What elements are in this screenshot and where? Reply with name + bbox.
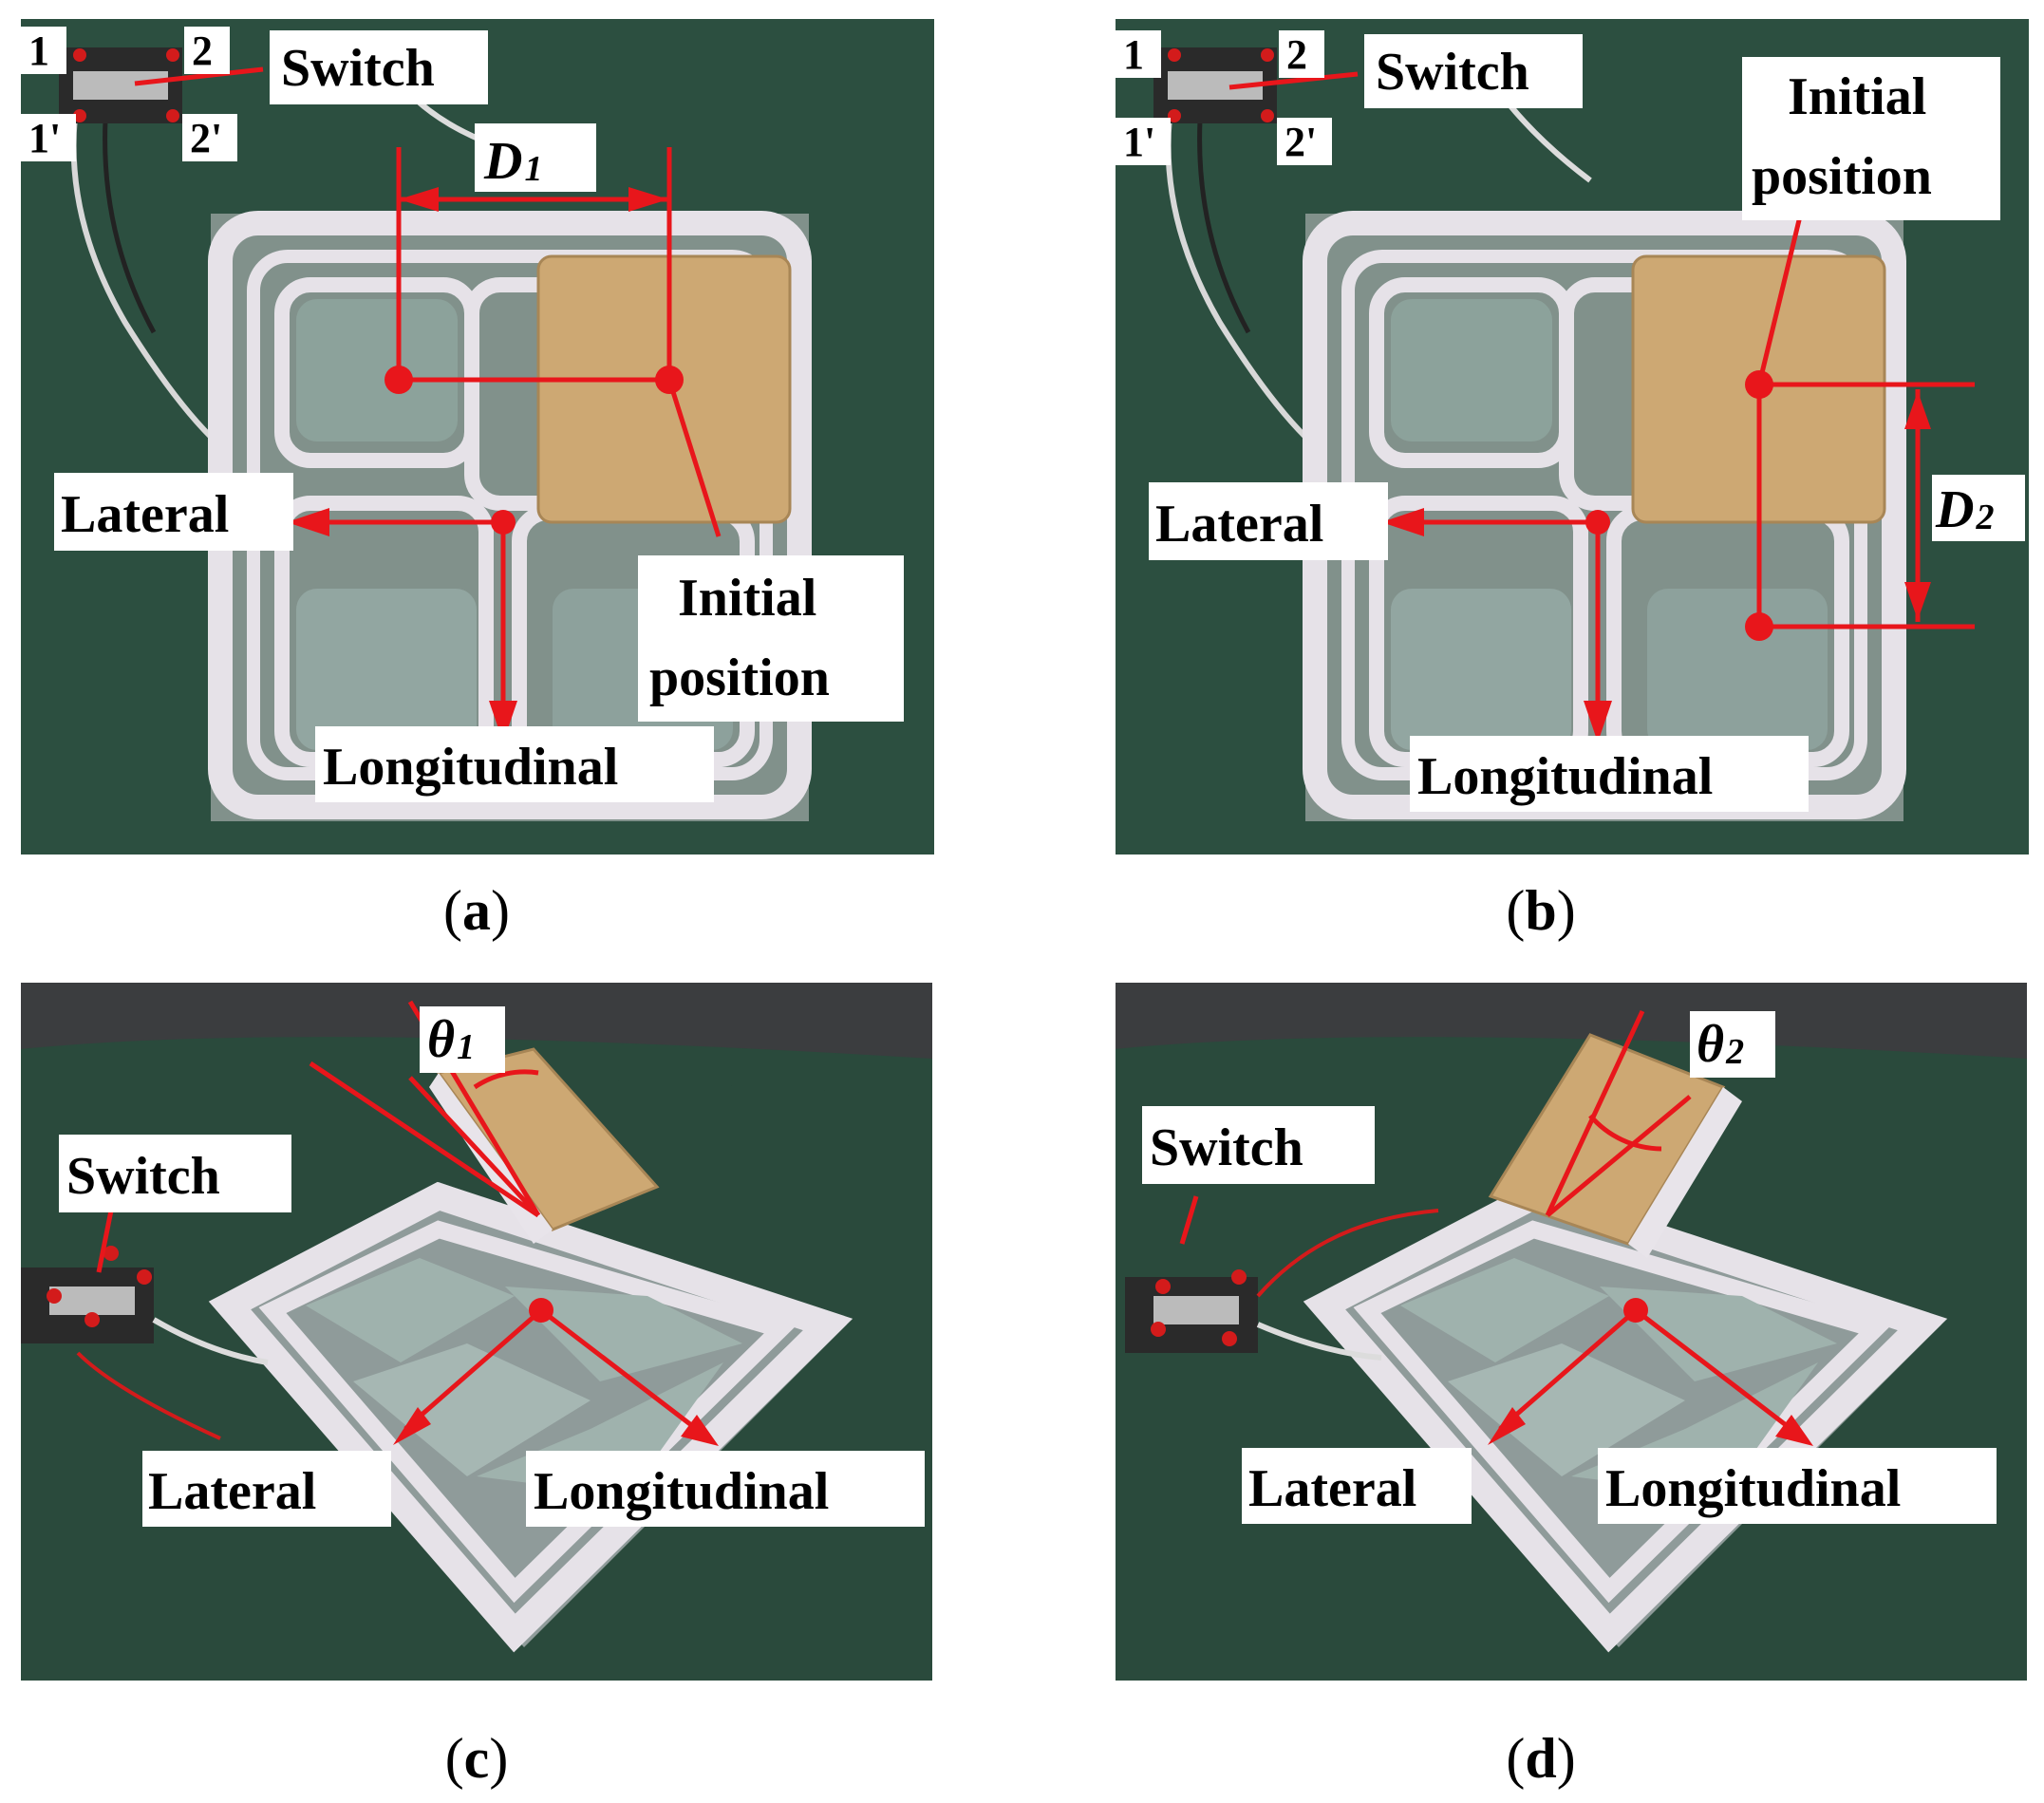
caption-c: (c) bbox=[444, 1727, 509, 1790]
switch-label: Switch bbox=[1376, 43, 1529, 102]
lateral-label: Lateral bbox=[1248, 1459, 1416, 1518]
longitudinal-label: Longitudinal bbox=[323, 738, 618, 797]
terminal-2-label: 2 bbox=[1286, 31, 1307, 78]
switch-label: Switch bbox=[66, 1147, 220, 1206]
initial-position-line2: position bbox=[649, 648, 830, 707]
terminal-1-label: 1 bbox=[28, 28, 49, 74]
panel-a-photo: 1 2 1' 2' Switch D1 Lateral Longitudinal… bbox=[21, 19, 934, 855]
panel-d-photo: θ2 Switch Lateral Longitudinal bbox=[1116, 983, 2027, 1681]
terminal-2-prime-label: 2' bbox=[1285, 119, 1317, 165]
panel-b: 1 2 1' 2' Switch Initial position D2 Lat… bbox=[1116, 19, 2029, 855]
switch-label: Switch bbox=[1150, 1118, 1303, 1177]
d1-symbol: D1 bbox=[483, 132, 542, 191]
d2-symbol: D2 bbox=[1935, 480, 1994, 539]
caption-d: (d) bbox=[1506, 1727, 1576, 1790]
coil-array bbox=[1303, 1181, 1948, 1653]
terminal-2-prime-label: 2' bbox=[190, 115, 222, 161]
switch-label: Switch bbox=[281, 39, 435, 98]
panel-d: θ2 Switch Lateral Longitudinal bbox=[1116, 983, 2027, 1681]
panel-c: θ1 Switch Lateral Longitudinal bbox=[21, 983, 932, 1681]
terminal-1-label: 1 bbox=[1123, 31, 1144, 78]
lateral-label: Lateral bbox=[148, 1462, 316, 1521]
longitudinal-label: Longitudinal bbox=[1605, 1459, 1901, 1518]
switch-device bbox=[21, 1246, 154, 1343]
terminal-1-prime-label: 1' bbox=[1123, 119, 1155, 165]
terminal-2-label: 2 bbox=[192, 28, 213, 74]
panel-a: 1 2 1' 2' Switch D1 Lateral Longitudinal… bbox=[21, 19, 934, 855]
coil-array bbox=[208, 1181, 853, 1653]
initial-position-line2: position bbox=[1752, 147, 1932, 206]
switch-device bbox=[1125, 1269, 1258, 1353]
panel-b-photo: 1 2 1' 2' Switch Initial position D2 Lat… bbox=[1116, 19, 2029, 855]
initial-position-line1: Initial bbox=[678, 569, 816, 628]
caption-a: (a) bbox=[443, 879, 510, 942]
theta1-symbol: θ1 bbox=[427, 1010, 475, 1069]
caption-b: (b) bbox=[1506, 879, 1576, 942]
longitudinal-label: Longitudinal bbox=[1417, 747, 1713, 806]
terminal-1-prime-label: 1' bbox=[28, 115, 61, 161]
switch-device bbox=[59, 47, 182, 123]
theta2-symbol: θ2 bbox=[1697, 1015, 1744, 1074]
longitudinal-label: Longitudinal bbox=[534, 1462, 829, 1521]
lateral-label: Lateral bbox=[1155, 495, 1323, 554]
initial-position-line1: Initial bbox=[1788, 67, 1926, 126]
panel-c-photo: θ1 Switch Lateral Longitudinal bbox=[21, 983, 932, 1681]
lateral-label: Lateral bbox=[61, 485, 229, 544]
